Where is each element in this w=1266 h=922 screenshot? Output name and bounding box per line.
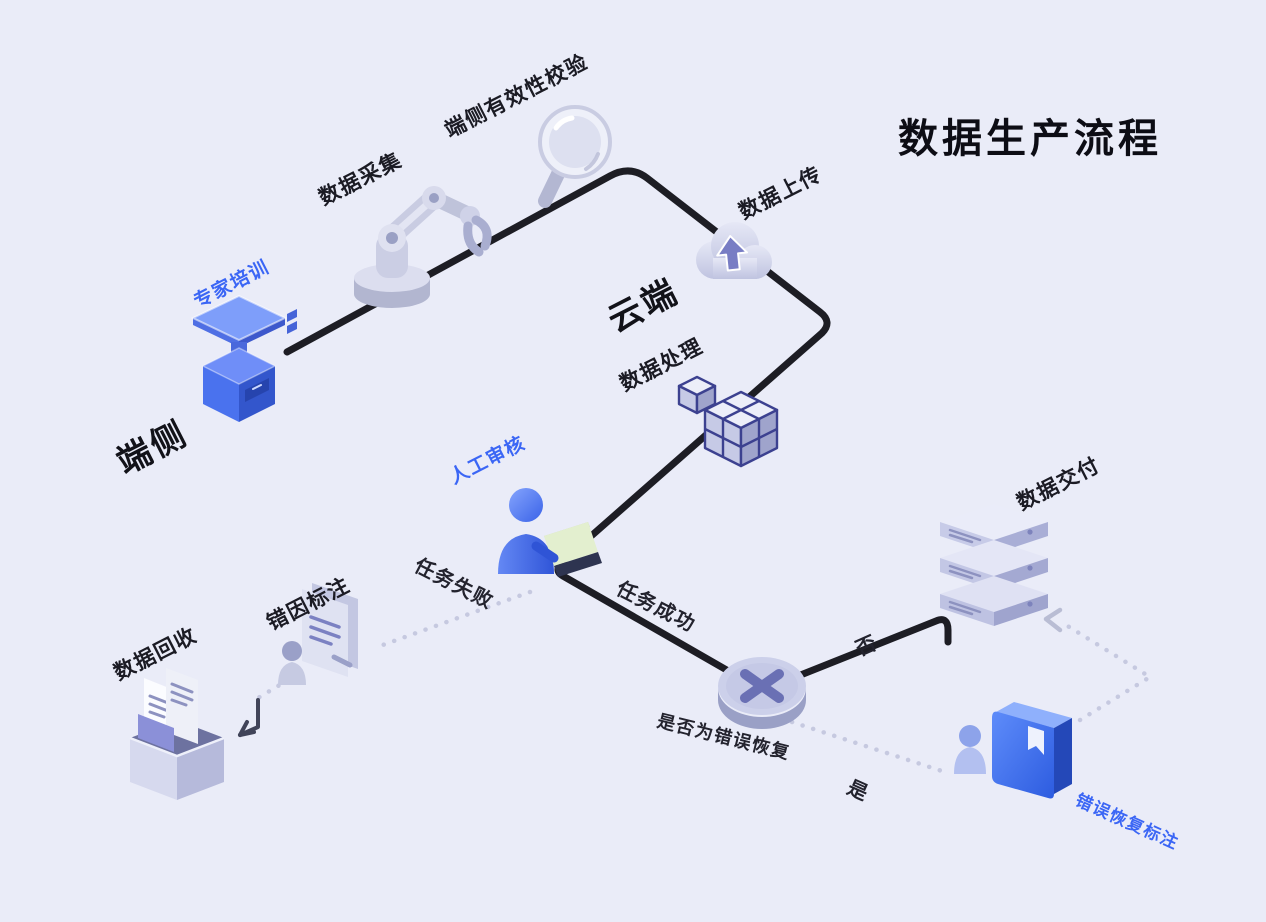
delivery-arrowhead — [1043, 607, 1063, 633]
diagram-title: 数据生产流程 — [898, 117, 1162, 161]
dotted-yes-line — [789, 719, 951, 776]
server-icon — [928, 498, 1060, 638]
decision-x-icon — [712, 636, 812, 738]
robot-arm-icon — [330, 168, 500, 318]
dotted-task-failed-line — [377, 589, 533, 649]
cloud-upload-icon — [685, 208, 780, 298]
recycle-arrowhead — [238, 720, 256, 737]
book-person-icon — [950, 678, 1080, 808]
person-laptop-icon — [492, 478, 607, 596]
recycle-box-icon — [118, 652, 236, 804]
cube-icon — [675, 360, 785, 472]
graduation-podium-icon — [175, 278, 305, 428]
documents-person-icon — [278, 575, 378, 703]
magnifier-icon — [528, 98, 618, 210]
